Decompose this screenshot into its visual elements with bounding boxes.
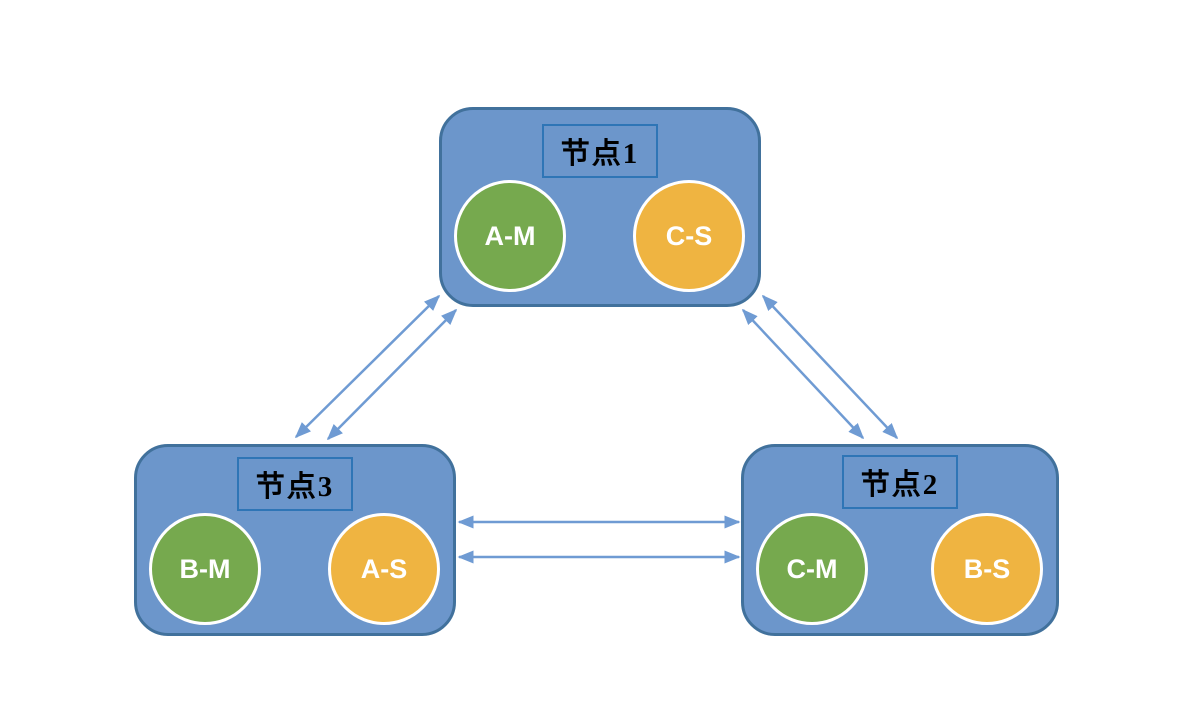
node-2-slave-label: B-S — [963, 553, 1011, 584]
node-2-label-box: 节点2 — [842, 455, 958, 509]
node-1-label: 节点1 — [560, 138, 640, 170]
node-2-master-label: C-M — [786, 553, 838, 584]
node-1-label-box: 节点1 — [542, 124, 658, 178]
node-1-slave-circle: C-S — [633, 180, 745, 292]
arrow-node1-node3-outer — [294, 294, 441, 439]
node-3-master-label: B-M — [179, 553, 231, 584]
node-1-master-label: A-M — [484, 220, 536, 251]
node-3-label-box: 节点3 — [237, 457, 353, 511]
node-3-label: 节点3 — [255, 471, 335, 503]
node-1-master-circle: A-M — [454, 180, 566, 292]
node-3: 节点3 B-M A-S — [134, 444, 456, 636]
node-2-label: 节点2 — [860, 469, 940, 501]
node-2: 节点2 C-M B-S — [741, 444, 1059, 636]
node-1-slave-label: C-S — [665, 220, 713, 251]
arrow-node1-node2-inner — [741, 308, 865, 440]
node-2-slave-circle: B-S — [931, 513, 1043, 625]
node-3-slave-label: A-S — [360, 553, 408, 584]
node-1: 节点1 A-M C-S — [439, 107, 761, 307]
node-2-master-circle: C-M — [756, 513, 868, 625]
node-3-master-circle: B-M — [149, 513, 261, 625]
node-3-slave-circle: A-S — [328, 513, 440, 625]
arrow-node1-node3-inner — [326, 308, 458, 441]
arrow-node1-node2-outer — [761, 294, 899, 440]
